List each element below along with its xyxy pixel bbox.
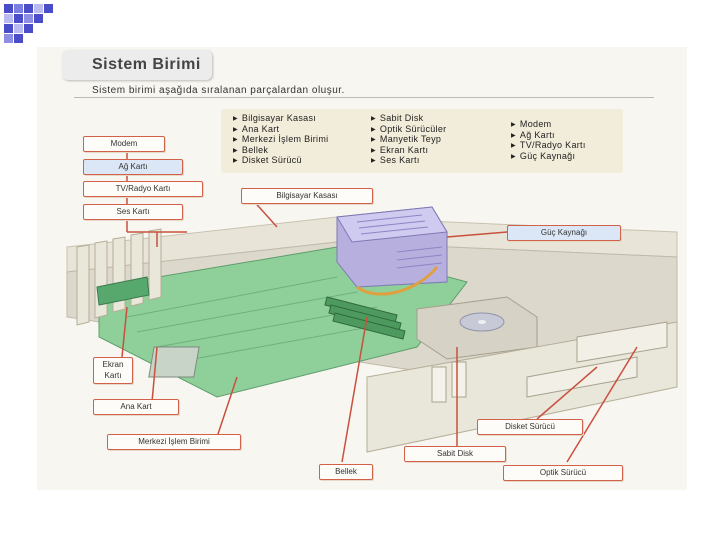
component-list-item: Disket Sürücü bbox=[233, 155, 328, 166]
label-ekran-karti: Ekran Kartı bbox=[93, 357, 133, 384]
component-list-item: Ağ Kartı bbox=[511, 130, 586, 141]
floppy-drive-bay bbox=[526, 356, 638, 398]
front-bay-slot bbox=[431, 366, 447, 403]
label-ag-karti: Ağ Kartı bbox=[83, 159, 183, 175]
board-traces bbox=[126, 276, 398, 363]
label-bilgisayar-kasasi: Bilgisayar Kasası bbox=[241, 188, 373, 204]
component-list-item: Ses Kartı bbox=[371, 155, 446, 166]
power-supply-vents bbox=[356, 214, 443, 269]
label-ses-karti: Ses Kartı bbox=[83, 204, 183, 220]
optical-drive-bay bbox=[576, 321, 668, 363]
component-list-item: Optik Sürücüler bbox=[371, 124, 446, 135]
cpu-socket bbox=[148, 346, 200, 378]
component-list-item: Sabit Disk bbox=[371, 113, 446, 124]
label-bellek: Bellek bbox=[319, 464, 373, 480]
component-list-column-1: Bilgisayar Kasası Ana Kart Merkezi İşlem… bbox=[233, 113, 328, 166]
label-merkezi-islem-birimi: Merkezi İşlem Birimi bbox=[107, 434, 241, 450]
component-list-item: Bellek bbox=[233, 145, 328, 156]
scanned-page: Sistem Birimi Sistem birimi aşağıda sıra… bbox=[37, 47, 687, 490]
component-list-column-2: Sabit Disk Optik Sürücüler Manyetik Teyp… bbox=[371, 113, 446, 166]
component-list-box: Bilgisayar Kasası Ana Kart Merkezi İşlem… bbox=[221, 109, 623, 173]
component-list-item: Güç Kaynağı bbox=[511, 151, 586, 162]
component-list-column-3: Modem Ağ Kartı TV/Radyo Kartı Güç Kaynağ… bbox=[511, 119, 586, 161]
front-bay-slot bbox=[451, 361, 467, 398]
label-modem: Modem bbox=[83, 136, 165, 152]
page-subtitle: Sistem birimi aşağıda sıralanan parçalar… bbox=[92, 85, 345, 96]
optical-disc-hole bbox=[478, 320, 486, 324]
power-cable bbox=[356, 266, 439, 296]
component-list-item: Ana Kart bbox=[233, 124, 328, 135]
page-title: Sistem Birimi bbox=[92, 56, 201, 73]
label-optik-surucu: Optik Sürücü bbox=[503, 465, 623, 481]
network-card bbox=[96, 276, 150, 306]
label-guc-kaynagi: Güç Kaynağı bbox=[507, 225, 621, 241]
title-banner: Sistem Birimi bbox=[62, 50, 212, 80]
component-list-item: TV/Radyo Kartı bbox=[511, 140, 586, 151]
component-list-item: Modem bbox=[511, 119, 586, 130]
component-list-item: Manyetik Teyp bbox=[371, 134, 446, 145]
component-list-item: Merkezi İşlem Birimi bbox=[233, 134, 328, 145]
label-disket-surucu: Disket Sürücü bbox=[477, 419, 583, 435]
label-sabit-disk: Sabit Disk bbox=[404, 446, 506, 462]
label-ana-kart: Ana Kart bbox=[93, 399, 179, 415]
computer-case-illustration bbox=[66, 150, 678, 463]
memory-modules bbox=[324, 296, 406, 340]
component-list-item: Ekran Kartı bbox=[371, 145, 446, 156]
component-list-item: Bilgisayar Kasası bbox=[233, 113, 328, 124]
label-tv-radyo-karti: TV/Radyo Kartı bbox=[83, 181, 203, 197]
subtitle-rule bbox=[74, 97, 654, 98]
corner-decoration bbox=[4, 4, 84, 44]
